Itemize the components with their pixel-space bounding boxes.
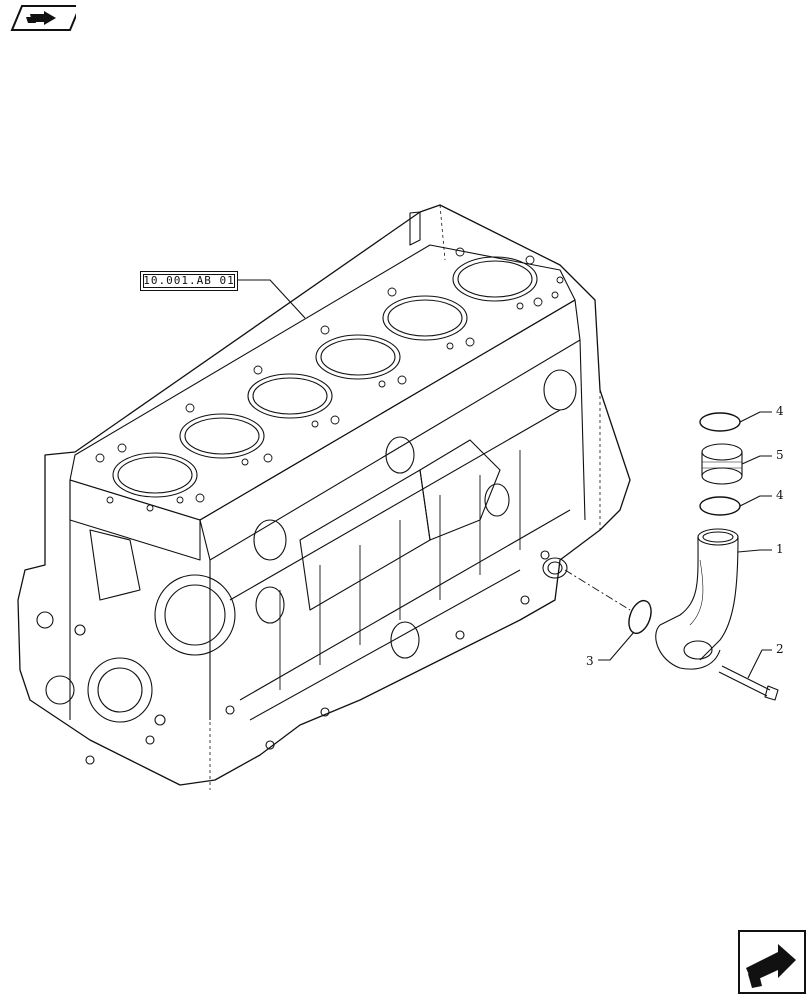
callout-5: 5 — [776, 448, 784, 462]
head-bolt-holes — [95, 247, 564, 512]
next-page-button[interactable] — [738, 930, 806, 994]
assembly-axis — [564, 569, 631, 611]
previous-page-arrow-icon — [10, 5, 82, 31]
callout-4-lower: 4 — [776, 488, 784, 502]
o-ring-lower — [699, 496, 741, 516]
next-page-arrow-icon — [738, 930, 806, 994]
elbow-pipe — [655, 528, 739, 670]
bolt — [718, 665, 779, 701]
callout-3: 3 — [586, 654, 594, 668]
callout-2: 2 — [776, 642, 784, 656]
sleeve — [701, 443, 743, 485]
engine-block — [17, 204, 631, 790]
callout-1: 1 — [776, 542, 784, 556]
previous-page-button[interactable] — [6, 3, 82, 33]
reference-link-box[interactable]: 10.001.AB 01 — [140, 271, 238, 291]
cylinder-bores — [112, 256, 538, 498]
o-ring-upper — [699, 412, 741, 432]
callout-4-upper: 4 — [776, 404, 784, 418]
reference-leader — [236, 279, 306, 319]
o-ring-side — [628, 599, 652, 635]
